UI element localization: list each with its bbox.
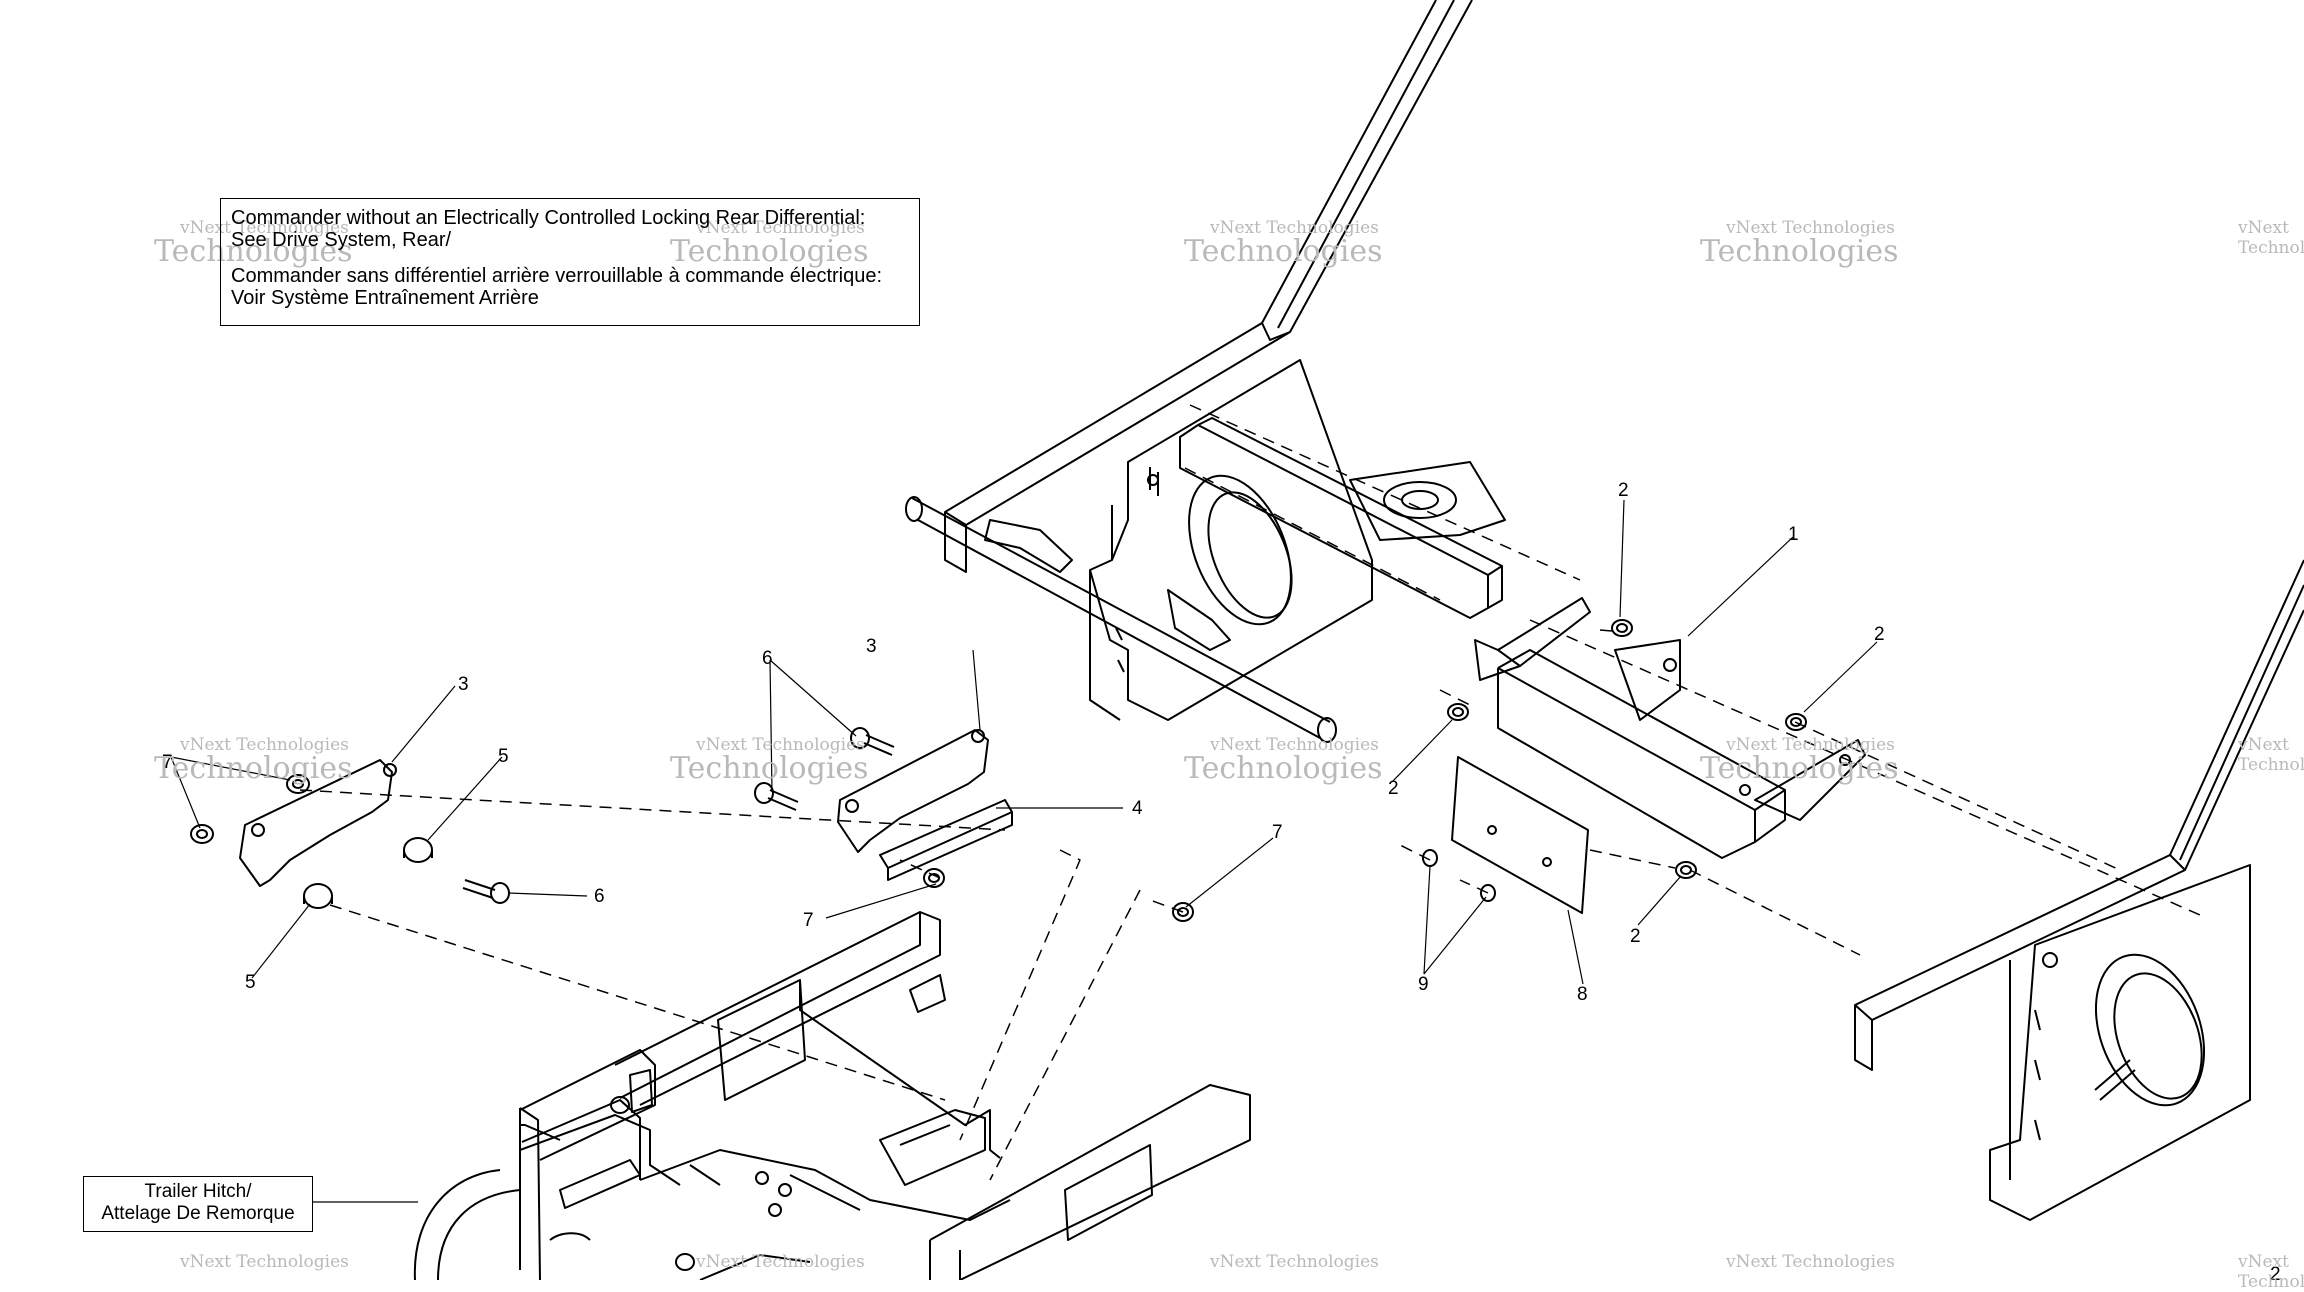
hitch-label-line-2: Attelage De Remorque	[101, 1203, 295, 1224]
callout-7c: 7	[1272, 822, 1283, 843]
callout-3b: 3	[458, 674, 469, 695]
leader-lines	[170, 499, 1878, 1203]
trailer-hitch-label: Trailer Hitch/ Attelage De Remorque	[83, 1176, 313, 1232]
callout-7a: 7	[162, 752, 173, 773]
callout-2a: 2	[1618, 480, 1629, 501]
callout-2d: 2	[1630, 926, 1641, 947]
note-line-2: See Drive System, Rear/	[231, 229, 452, 251]
callout-5a: 5	[498, 746, 509, 767]
rear-bracket	[1474, 597, 1866, 859]
note-line-1: Commander without an Electrically Contro…	[231, 207, 866, 229]
callout-9: 9	[1418, 974, 1429, 995]
callout-2b: 2	[1874, 624, 1885, 645]
hitch-label-line-1: Trailer Hitch/	[144, 1181, 252, 1202]
right-frame-assembly	[1854, 559, 2304, 1221]
cover-plate	[1451, 756, 1589, 914]
alignment-lines	[299, 404, 2201, 1181]
callout-numbers: 1 2 2 2 2 2 3 3 4 5 5 6 6 7 7 7 8 9	[162, 480, 2281, 1280]
callout-3a: 3	[866, 636, 877, 657]
hardware	[190, 619, 1807, 922]
lower-frame-assembly	[413, 911, 1251, 1280]
note-line-4: Voir Système Entraînement Arrière	[231, 287, 539, 309]
note-line-3: Commander sans différentiel arrière verr…	[231, 265, 883, 287]
callout-2c: 2	[1388, 778, 1399, 799]
callout-1: 1	[1788, 524, 1799, 545]
callout-8: 8	[1577, 984, 1588, 1005]
callout-4: 4	[1132, 798, 1143, 819]
upper-frame-assembly	[905, 0, 1506, 743]
callout-6b: 6	[594, 886, 605, 907]
callout-2e: 2	[2270, 1264, 2281, 1280]
callout-5b: 5	[245, 972, 256, 993]
note-box: Commander without an Electrically Contro…	[220, 198, 920, 326]
callout-7b: 7	[803, 910, 814, 931]
callout-6a: 6	[762, 648, 773, 669]
